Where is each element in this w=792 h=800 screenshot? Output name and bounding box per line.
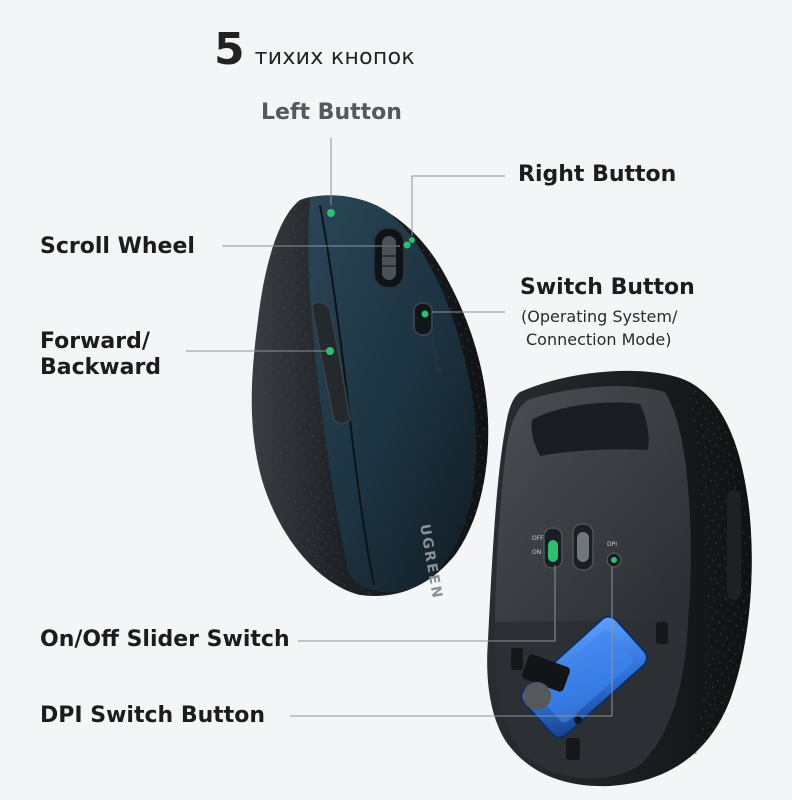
mouse-top-shell — [308, 195, 477, 593]
label-switch-button: Switch Button — [520, 275, 695, 300]
right-button-dot — [409, 237, 415, 243]
label-backward: Backward — [40, 355, 162, 380]
label-switch-sub-2: Connection Mode) — [526, 330, 672, 349]
dpi-label: DPI — [607, 541, 617, 548]
side-edge-buttons — [727, 490, 741, 600]
left-button-dot — [327, 209, 335, 217]
glide-pad-top — [531, 402, 649, 456]
latch-left — [511, 648, 523, 670]
title-text: тихих кнопок — [254, 45, 415, 70]
receiver-slot — [523, 682, 551, 710]
label-right-button: Right Button — [518, 162, 677, 187]
mouse-front: UGREEN — [251, 195, 489, 601]
scroll-wheel-dot — [403, 241, 411, 249]
scroll-wheel-rubber — [382, 236, 396, 280]
on-off-slider-knob — [548, 540, 558, 562]
forward-backward-buttons — [311, 301, 351, 425]
label-on-off-switch: On/Off Slider Switch — [40, 627, 290, 652]
latch-bottom — [566, 738, 580, 760]
on-label: ON — [532, 549, 541, 556]
title-count: 5 — [214, 24, 245, 75]
label-dpi-button: DPI Switch Button — [40, 703, 266, 728]
leader-lines — [186, 138, 613, 717]
usb-receiver — [520, 615, 648, 739]
switch-button — [413, 302, 433, 336]
label-left-button: Left Button — [261, 100, 402, 125]
off-label: OFF — [532, 535, 544, 542]
latch-right — [656, 622, 668, 644]
switch-button-dot — [421, 310, 429, 318]
label-scroll-wheel: Scroll Wheel — [40, 234, 195, 259]
mouse-bottom: OFF ON DPI — [487, 370, 752, 787]
forward-dot — [326, 347, 334, 355]
label-switch-sub-1: (Operating System/ — [521, 307, 678, 326]
receiver-dongle — [522, 654, 570, 692]
page-title: 5 тихих кнопок — [214, 28, 415, 72]
leader-right-button — [411, 175, 505, 236]
label-forward: Forward/ — [40, 329, 150, 354]
